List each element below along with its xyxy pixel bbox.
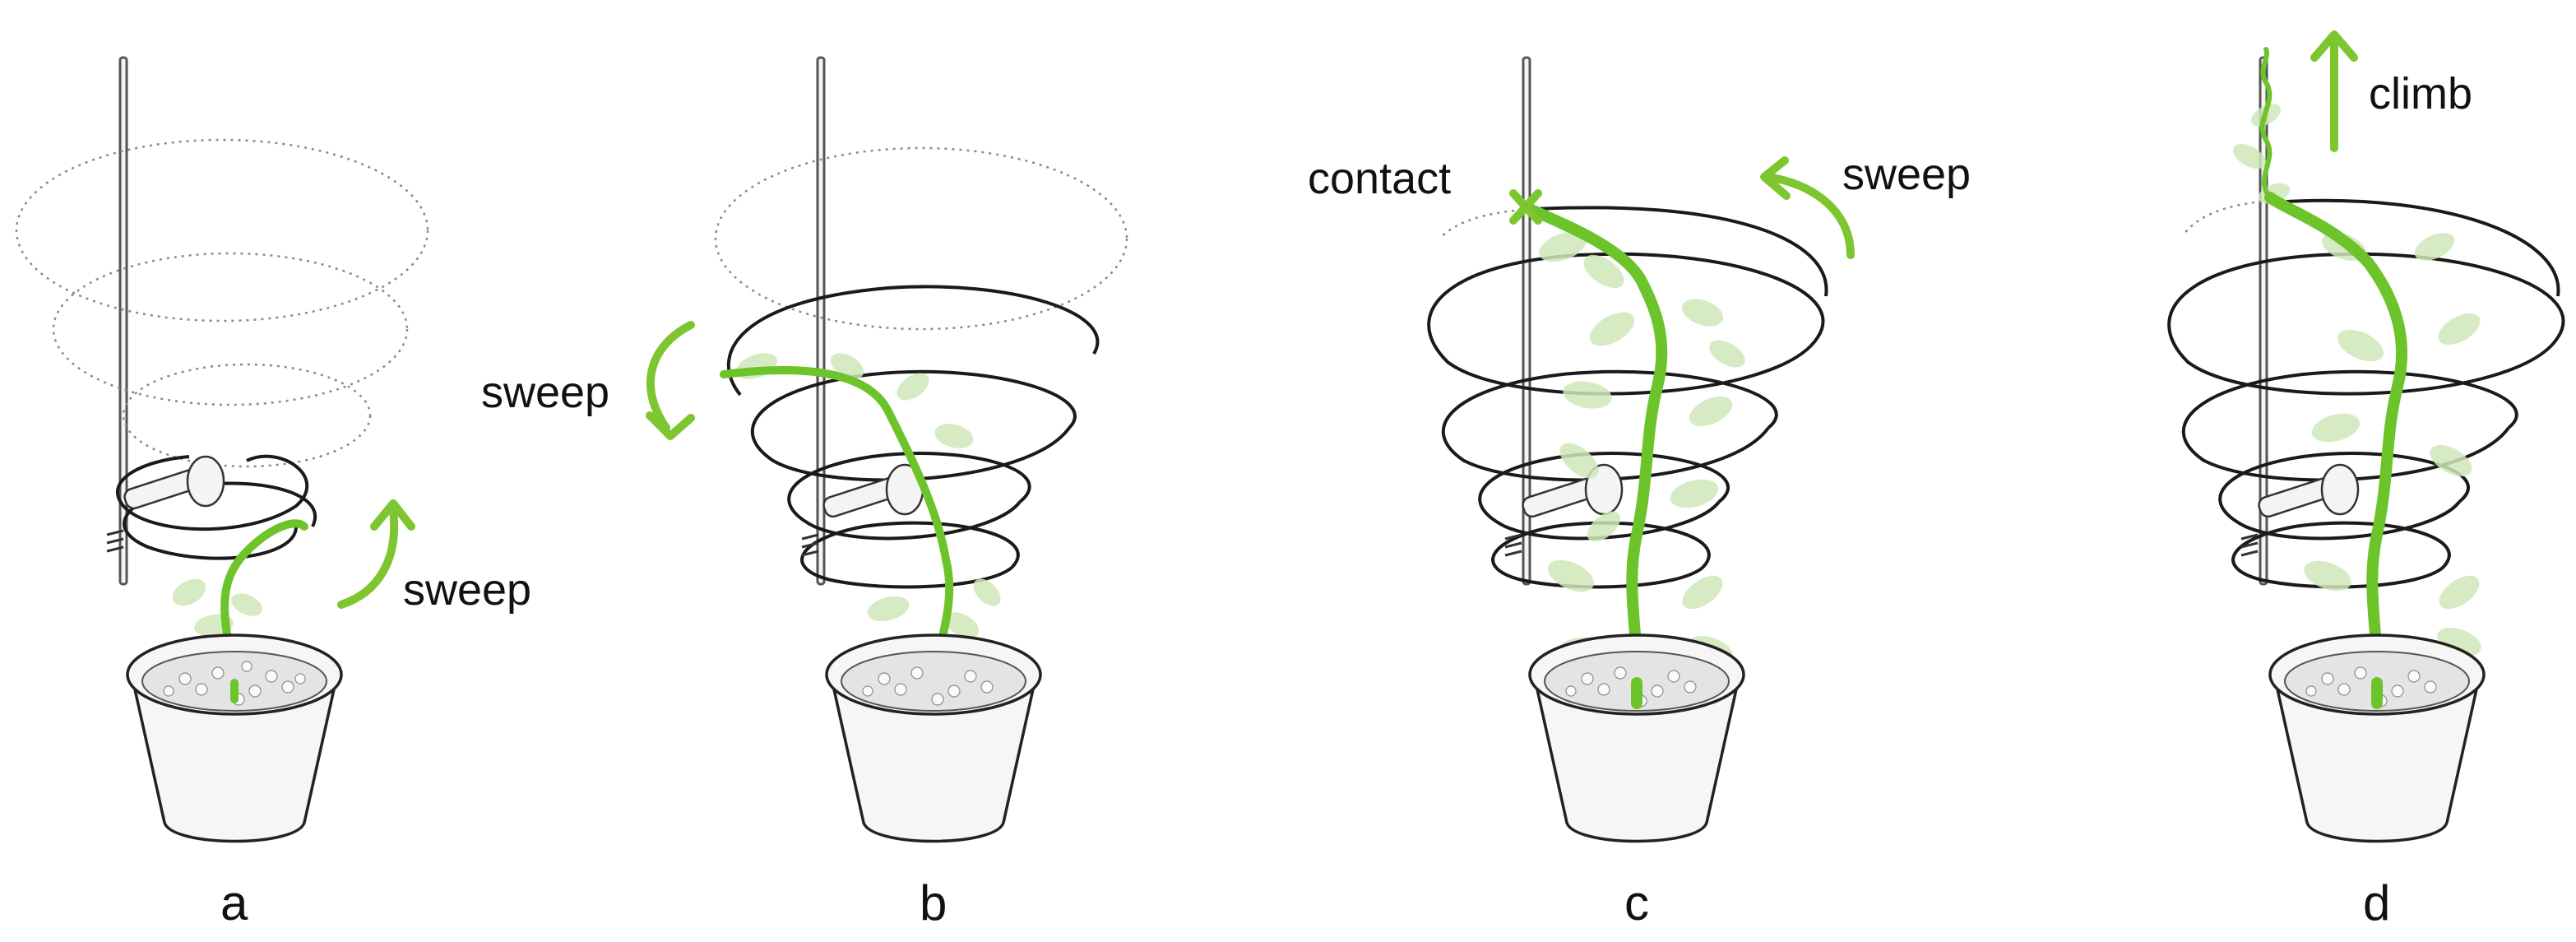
panel-a: sweep a <box>15 56 531 930</box>
flower-pot <box>825 633 1042 843</box>
vine-stem <box>2264 192 2408 705</box>
annotation-sweep: sweep <box>1842 150 1971 199</box>
sweep-arrowhead <box>370 499 415 531</box>
support-pole <box>1522 56 1531 586</box>
panel-label-a: a <box>220 875 248 930</box>
vine-stem <box>1520 202 1668 705</box>
annotation-sweep: sweep <box>403 565 531 615</box>
sweep-helix <box>726 285 1100 589</box>
motor <box>801 463 924 557</box>
support-pole <box>118 56 128 586</box>
ghost-helix <box>15 138 429 468</box>
sweep-arrow <box>1764 173 1855 259</box>
climb-arrowhead <box>2310 30 2358 62</box>
panel-c: contact sweep c <box>1308 56 1971 930</box>
sweep-arrow <box>337 506 399 609</box>
sweep-helix <box>1427 206 1828 589</box>
pebbles <box>862 666 994 706</box>
leaves <box>736 353 1001 670</box>
flower-pot <box>126 633 343 843</box>
panel-d: climb d <box>2167 30 2565 930</box>
ghost-helix <box>2183 200 2263 235</box>
vine-tendril <box>2259 47 2273 200</box>
panel-label-d: d <box>2363 875 2390 930</box>
panel-label-c: c <box>1624 875 1649 930</box>
annotation-sweep: sweep <box>481 368 609 417</box>
annotation-climb: climb <box>2369 69 2472 118</box>
ghost-helix <box>714 146 1128 331</box>
soil <box>841 651 1026 712</box>
contact-mark <box>1509 189 1542 225</box>
sweep-arrow <box>646 321 695 432</box>
motor <box>2240 463 2360 557</box>
vine-stem <box>720 366 954 699</box>
sweep-helix <box>2167 198 2565 589</box>
sweep-arrowhead <box>646 411 695 440</box>
motor <box>106 455 225 553</box>
panel-label-b: b <box>920 875 947 930</box>
support-pole <box>816 56 826 586</box>
panel-b: sweep b <box>481 56 1128 930</box>
flower-pot <box>1528 633 1745 843</box>
flower-pot <box>2268 633 2486 843</box>
sweep-arrowhead <box>1760 156 1791 200</box>
ghost-helix <box>1439 208 1522 239</box>
annotation-contact: contact <box>1308 154 1451 203</box>
